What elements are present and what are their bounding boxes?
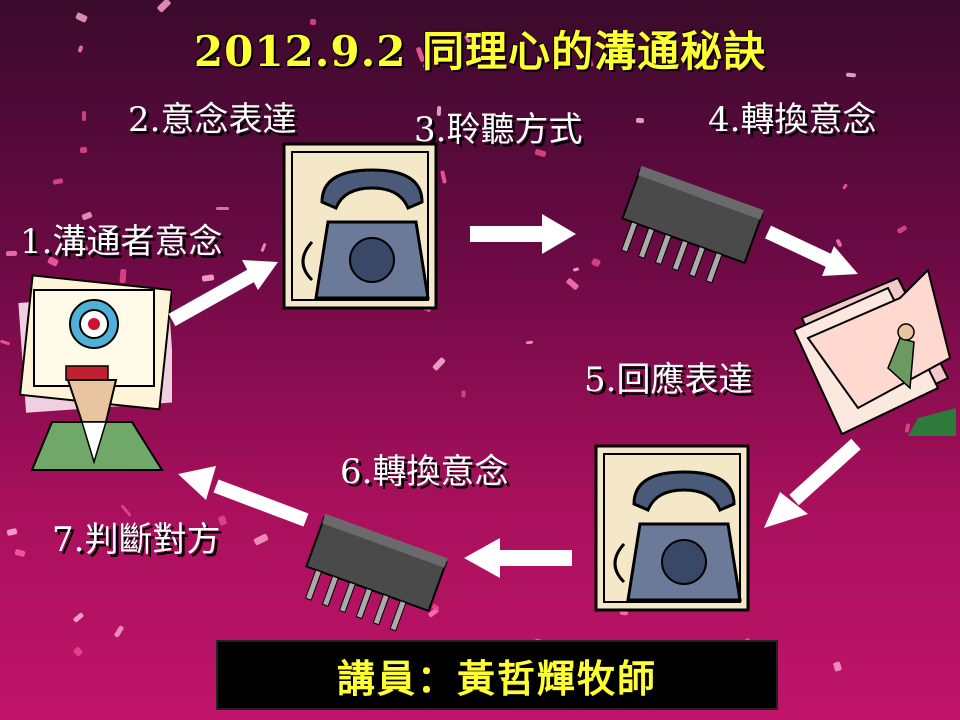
arrow-to-step-6 bbox=[764, 438, 861, 528]
confetti-piece bbox=[52, 178, 64, 185]
confetti-piece bbox=[0, 339, 11, 346]
arrow-to-step-4 bbox=[765, 225, 858, 276]
microchip-icon-2 bbox=[304, 513, 448, 632]
step-1-label: 1.溝通者意念 bbox=[20, 222, 223, 262]
step-6-label: 6.轉換意念 bbox=[340, 452, 509, 492]
arrow-to-chip-2 bbox=[464, 538, 572, 578]
step-2-label: 2.意念表達 bbox=[128, 100, 297, 140]
confetti-piece bbox=[253, 533, 269, 546]
arrow-to-step-7 bbox=[178, 466, 309, 527]
speaker-name: 講員：黃哲輝牧師 bbox=[336, 655, 657, 701]
microchip-icon bbox=[620, 165, 764, 284]
confetti-piece bbox=[896, 224, 908, 235]
slide-title: 2012.9.2 同理心的溝通秘訣 bbox=[193, 27, 767, 76]
confetti-piece bbox=[565, 277, 580, 291]
confetti-piece bbox=[14, 548, 26, 558]
step-3-label: 3.聆聽方式 bbox=[414, 110, 583, 150]
papers-folder-illustration bbox=[792, 268, 956, 436]
step-4-label: 4.轉換意念 bbox=[708, 100, 877, 140]
confetti-piece bbox=[842, 183, 848, 190]
confetti-piece bbox=[260, 242, 267, 253]
confetti-piece bbox=[113, 625, 125, 638]
person-target-illustration bbox=[18, 274, 172, 471]
speaker-footer: 講員：黃哲輝牧師 bbox=[216, 640, 778, 710]
confetti-piece bbox=[79, 146, 88, 154]
arrow-to-step-2 bbox=[168, 260, 278, 327]
telephone-icon-2 bbox=[594, 444, 750, 612]
confetti-piece bbox=[72, 612, 85, 623]
confetti-piece bbox=[6, 527, 18, 537]
arrow-to-step-3 bbox=[470, 214, 576, 254]
confetti-piece bbox=[156, 0, 172, 13]
confetti-piece bbox=[440, 170, 447, 184]
confetti-piece bbox=[432, 356, 446, 372]
confetti-piece bbox=[832, 661, 843, 672]
confetti-piece bbox=[216, 207, 229, 210]
confetti-piece bbox=[590, 257, 602, 268]
confetti-piece bbox=[525, 340, 534, 345]
step-5-label: 5.回應表達 bbox=[584, 360, 753, 400]
confetti-piece bbox=[461, 390, 466, 398]
confetti-piece bbox=[5, 250, 18, 257]
confetti-piece bbox=[72, 646, 84, 657]
telephone-icon bbox=[282, 142, 438, 310]
step-7-label: 7.判斷對方 bbox=[52, 520, 221, 560]
confetti-piece bbox=[635, 117, 645, 124]
confetti-piece bbox=[572, 267, 580, 272]
confetti-piece bbox=[81, 110, 87, 122]
